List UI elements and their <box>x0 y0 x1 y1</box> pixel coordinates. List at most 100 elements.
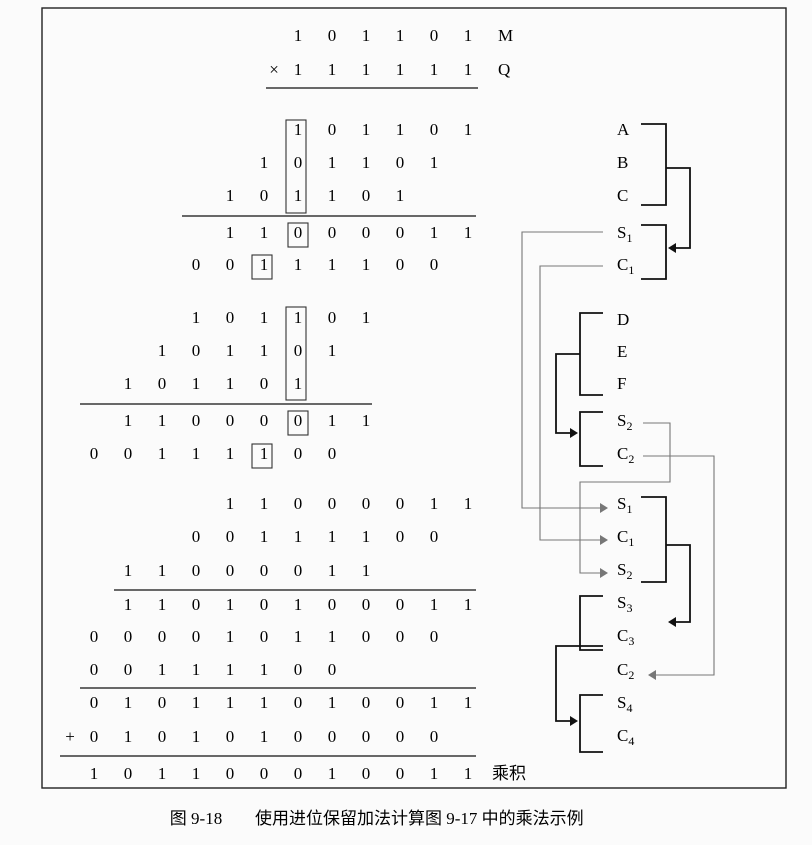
stage1-row-digit: 1 <box>260 153 269 172</box>
stage2-row-digit: 0 <box>294 341 303 360</box>
stage3-row-digit: 0 <box>90 627 99 646</box>
operand-m-label: M <box>498 26 513 45</box>
stage4-row-digit: 1 <box>158 660 167 679</box>
multiply-sign: × <box>269 60 279 79</box>
stage1-row-digit: 0 <box>430 255 439 274</box>
stage1-row-digit: 1 <box>328 255 337 274</box>
stage2-row-digit: 1 <box>158 341 167 360</box>
stage2-row-digit: 0 <box>226 411 235 430</box>
stage1-row-digit: 0 <box>396 153 405 172</box>
input-label-a: A <box>617 120 630 139</box>
stage2-row-digit: 1 <box>294 308 303 327</box>
stage4-row-digit: 0 <box>396 693 405 712</box>
stage4-row-digit: 1 <box>192 660 201 679</box>
input-label-d: D <box>617 310 629 329</box>
stage4-row-digit: 0 <box>158 727 167 746</box>
route-s1-arrowhead <box>600 503 608 513</box>
input-label-c1: C1 <box>617 527 634 549</box>
adder3-output-bracket <box>579 595 603 651</box>
stage3-row-digit: 1 <box>226 627 235 646</box>
input-label-s1-subscript: 1 <box>626 502 632 516</box>
stage2-row-digit: 1 <box>362 308 371 327</box>
stage1-row-digit: 1 <box>430 153 439 172</box>
product-row-digit: 1 <box>430 764 439 783</box>
stage3-row-digit: 1 <box>430 494 439 513</box>
output-label-s2-subscript: 2 <box>626 419 632 433</box>
output-label-s4-subscript: 4 <box>626 701 632 715</box>
output-label-c3: C3 <box>617 626 634 648</box>
stage2-row-digit: 0 <box>90 444 99 463</box>
stage3-row-digit: 0 <box>158 627 167 646</box>
stage2-row-digit: 1 <box>226 374 235 393</box>
stage1-row-digit: 0 <box>362 223 371 242</box>
stage2-row-digit: 1 <box>362 411 371 430</box>
stage2-row-digit: 0 <box>328 308 337 327</box>
figure-frame <box>41 7 787 789</box>
route-c2 <box>643 455 715 676</box>
input-label-f: F <box>617 374 626 393</box>
operand-m-digit: 1 <box>294 26 303 45</box>
stage1-row-digit: 1 <box>260 223 269 242</box>
stage1-row-digit: 1 <box>294 120 303 139</box>
stage1-row-digit: 1 <box>396 186 405 205</box>
product-row-digit: 1 <box>328 764 337 783</box>
stage1-carry-box <box>251 254 273 280</box>
stage1-row-digit: 1 <box>464 223 473 242</box>
stage2-row-digit: 1 <box>192 374 201 393</box>
stage4-row-digit: 1 <box>226 660 235 679</box>
route-s2-arrowhead <box>600 568 608 578</box>
stage3-row-digit: 0 <box>226 561 235 580</box>
operand-m-digit: 1 <box>396 26 405 45</box>
stage3-row-digit: 1 <box>226 494 235 513</box>
caption-text: 使用进位保留加法计算图 9-17 中的乘法示例 <box>255 808 584 828</box>
output-label-s1-base: S <box>617 223 626 242</box>
stage2-row-digit: 0 <box>158 374 167 393</box>
product-row-digit: 0 <box>294 764 303 783</box>
stage3-row-digit: 0 <box>294 494 303 513</box>
stage3-row-digit: 1 <box>158 561 167 580</box>
stage2-row-digit: 0 <box>124 444 133 463</box>
stage3-row-digit: 0 <box>192 527 201 546</box>
adder3-arrowhead <box>668 617 676 627</box>
stage3-row-digit: 1 <box>294 595 303 614</box>
adder2-arrowhead <box>570 428 578 438</box>
adder4-link <box>555 645 603 722</box>
adder1-output-bracket <box>641 224 667 280</box>
stage4-row-digit: 1 <box>430 693 439 712</box>
stage1-row-digit: 1 <box>328 153 337 172</box>
stage1-row-digit: 0 <box>328 223 337 242</box>
stage3-row-digit: 0 <box>396 494 405 513</box>
output-label-s1: S1 <box>617 223 632 245</box>
stage2-row-digit: 1 <box>260 444 269 463</box>
stage1-row-digit: 0 <box>430 120 439 139</box>
stage3-row-digit: 0 <box>226 527 235 546</box>
stage1-row-digit: 0 <box>294 153 303 172</box>
output-label-s2-base: S <box>617 411 626 430</box>
output-label-s4-base: S <box>617 693 626 712</box>
stage4-row-digit: 0 <box>328 660 337 679</box>
stage2-row-digit: 1 <box>328 341 337 360</box>
operand-q-label: Q <box>498 60 510 79</box>
stage2-row-digit: 1 <box>260 308 269 327</box>
stage3-row-digit: 1 <box>260 494 269 513</box>
operand-q-digit: 1 <box>362 60 371 79</box>
stage4-row-digit: 1 <box>226 693 235 712</box>
adder2-input-bracket <box>579 312 603 396</box>
stage2-carry-box <box>251 443 273 469</box>
stage1-row-digit: 1 <box>294 186 303 205</box>
input-label-s2-base: S <box>617 560 626 579</box>
stage2-row-digit: 1 <box>226 341 235 360</box>
stage4-row-digit: 0 <box>90 660 99 679</box>
stage3-row-digit: 1 <box>464 494 473 513</box>
operand-q-digit: 1 <box>328 60 337 79</box>
output-label-c3-base: C <box>617 626 628 645</box>
input-label-s1-base: S <box>617 494 626 513</box>
stage4-row-digit: 1 <box>124 693 133 712</box>
operand-m-digit: 0 <box>328 26 337 45</box>
route-c2-arrowhead <box>648 670 656 680</box>
output-label-s3-base: S <box>617 593 626 612</box>
stage1-row-digit: 0 <box>328 120 337 139</box>
stage4-row-digit: 1 <box>464 693 473 712</box>
stage4-row-digit: 1 <box>328 693 337 712</box>
